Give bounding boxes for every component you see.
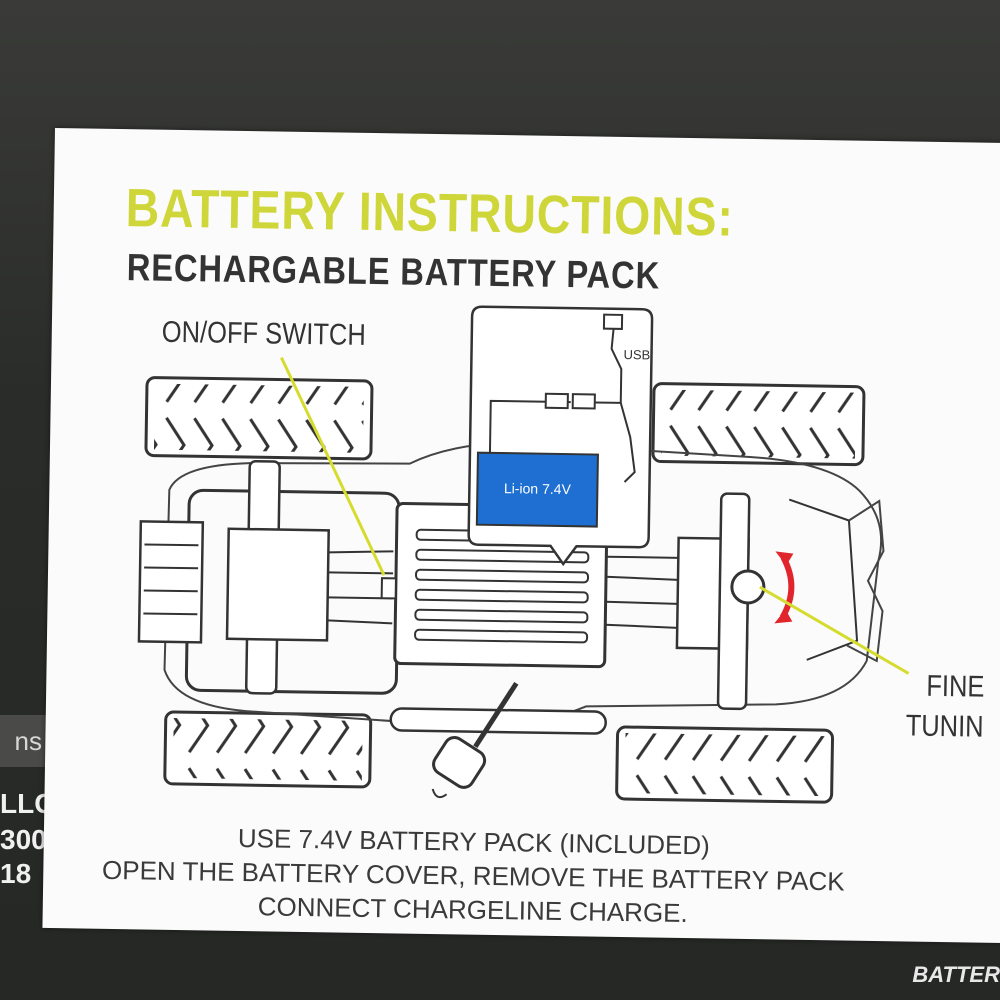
corner-text: BATTER: [912, 962, 1000, 987]
side-text-2: 300: [0, 824, 47, 855]
tire-top-left: [144, 376, 374, 461]
left-bumper: [137, 520, 205, 644]
tuning-arrowhead-top: [775, 551, 794, 566]
tire-bottom-left: [163, 710, 373, 789]
tuning-arrowhead-bottom: [774, 609, 793, 624]
bumper-slats: [143, 543, 199, 616]
tire-top-right: [651, 382, 866, 467]
switch-pointer-line: [280, 356, 386, 576]
instruction-card: BATTERY INSTRUCTIONS: RECHARGABLE BATTER…: [42, 128, 1000, 943]
tire-bottom-right: [615, 725, 835, 804]
tuning-arrow-icon: [779, 556, 795, 620]
side-tab: ns: [0, 715, 48, 767]
car-chassis-diagram: Li-ion 7.4V USB: [137, 305, 910, 804]
screwdriver-icon: [431, 681, 519, 799]
front-nose: [846, 499, 885, 663]
on-off-switch[interactable]: [380, 577, 397, 600]
fine-tuning-knob[interactable]: [730, 569, 766, 605]
usb-label: USB: [623, 347, 650, 362]
tuning-pointer-line: [759, 585, 910, 675]
battery-pack-label: Li-ion 7.4V: [504, 480, 572, 497]
battery-pack: [475, 451, 599, 528]
left-gearbox: [225, 527, 330, 642]
charge-cable: [488, 313, 636, 483]
side-text-3: 18: [0, 858, 32, 889]
